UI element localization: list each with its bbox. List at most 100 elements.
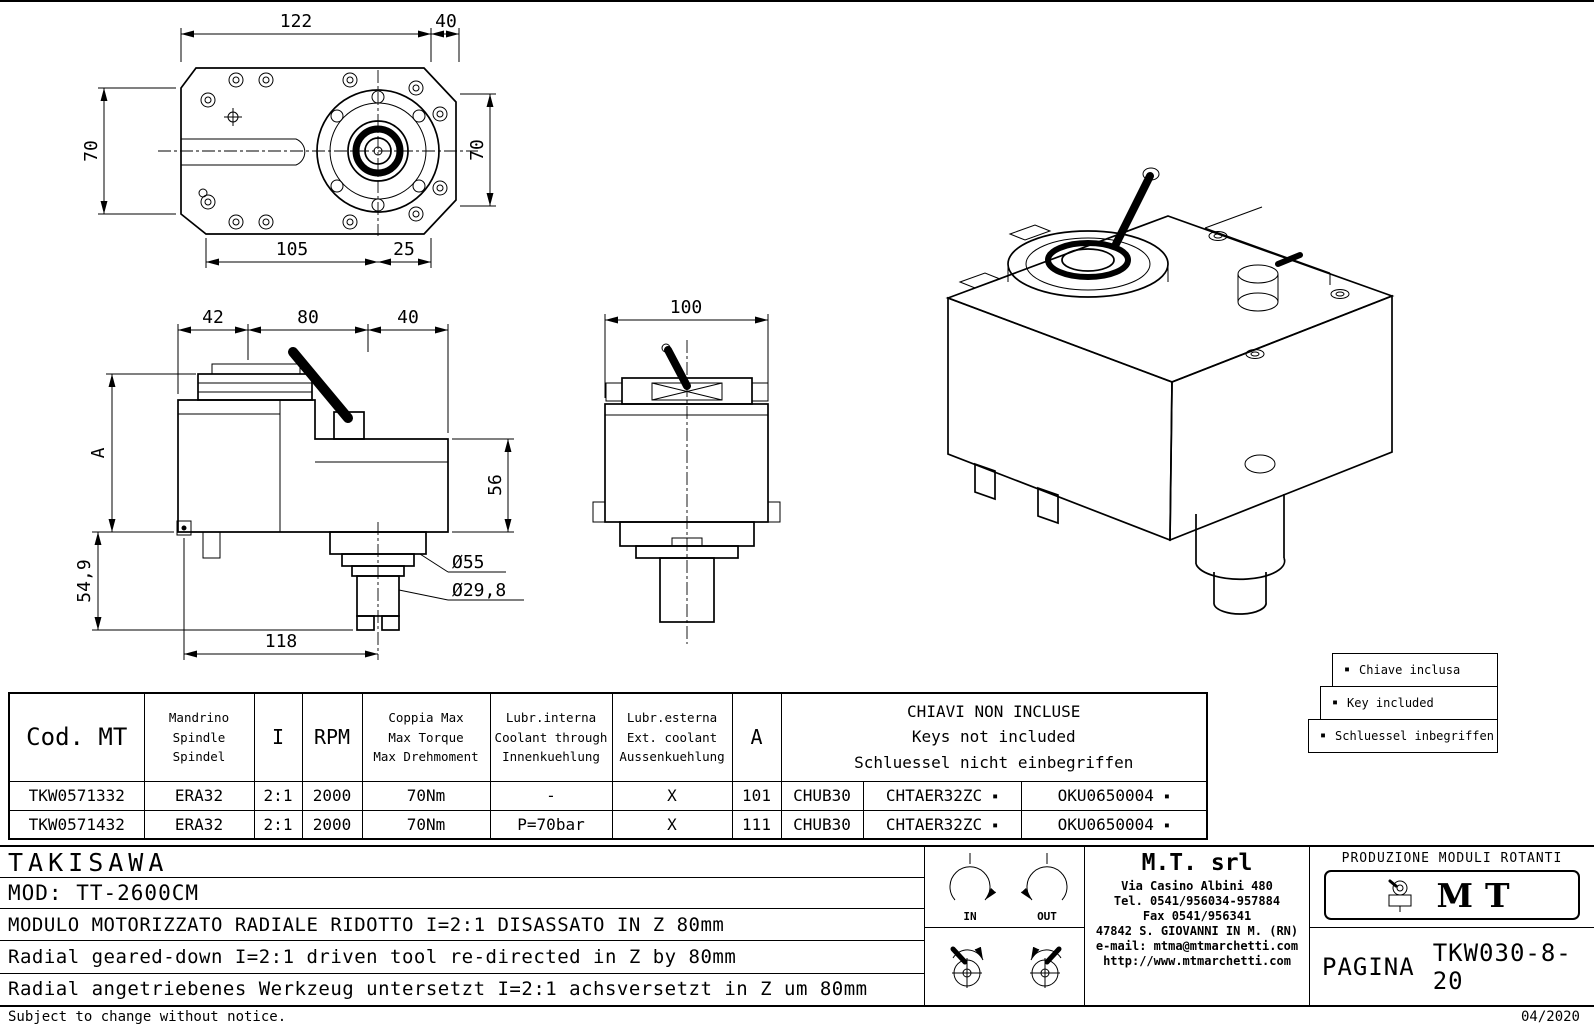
dim-dia29-8: Ø29,8 xyxy=(452,580,506,601)
out-label: OUT xyxy=(1037,910,1057,923)
production-title: PRODUZIONE MODULI ROTANTI xyxy=(1341,851,1563,866)
col-a: A xyxy=(731,692,782,782)
dim-dia55: Ø55 xyxy=(452,552,485,573)
company-website[interactable]: http://www.mtmarchetti.com xyxy=(1103,954,1291,968)
cell-lubr-int: - xyxy=(489,780,613,811)
company-email[interactable]: e-mail: mtma@mtmarchetti.com xyxy=(1095,939,1299,953)
page-number-row: PAGINA TKW030-8-20 xyxy=(1310,928,1594,1005)
dim-25: 25 xyxy=(393,239,415,260)
square-bullet-icon: ▪ xyxy=(992,791,999,802)
cell-lubr-int: P=70bar xyxy=(489,809,613,840)
col-max-torque: Coppia Max Max Torque Max Drehmoment xyxy=(361,692,491,782)
description-it: MODULO MOTORIZZATO RADIALE RIDOTTO I=2:1… xyxy=(0,909,924,942)
dim-122: 122 xyxy=(280,11,313,32)
table-row: TKW0571332 ERA32 2:1 2000 70Nm - X 101 C… xyxy=(8,780,1208,811)
table-header-row: Cod. MT Mandrino Spindle Spindel I RPM C… xyxy=(8,692,1208,782)
cell-torque: 70Nm xyxy=(361,809,491,840)
cell-spindle: ERA32 xyxy=(143,780,255,811)
dim-40-side: 40 xyxy=(397,307,419,328)
square-bullet-icon: ▪ xyxy=(1163,819,1170,831)
cell-lubr-est: X xyxy=(611,809,733,840)
col-external-coolant: Lubr.esterna Ext. coolant Aussenkuehlung xyxy=(611,692,733,782)
flange-bolt-holes xyxy=(330,90,426,212)
cell-rpm: 2000 xyxy=(301,780,363,811)
description-de: Radial angetriebenes Werkzeug untersetzt… xyxy=(8,978,868,1001)
cell-rpm: 2000 xyxy=(301,809,363,840)
cell-ratio: 2:1 xyxy=(253,780,303,811)
title-block-left: TAKISAWA MOD: TT-2600CM MODULO MOTORIZZA… xyxy=(0,847,925,1005)
page-number: TKW030-8-20 xyxy=(1432,938,1572,995)
cell-key2: CHTAER32ZC▪ xyxy=(862,780,1022,811)
page-label: PAGINA xyxy=(1322,952,1415,981)
legend-item-schluessel: ▪ Schluessel inbegriffen xyxy=(1308,719,1498,753)
title-block: TAKISAWA MOD: TT-2600CM MODULO MOTORIZZA… xyxy=(0,845,1594,1007)
dim-42: 42 xyxy=(202,307,224,328)
dim-118: 118 xyxy=(265,631,298,652)
rotation-pictograms xyxy=(925,928,1084,1006)
title-block-right: PRODUZIONE MODULI ROTANTI MT PAGINA TKW0… xyxy=(1310,847,1594,1005)
col-spindle: Mandrino Spindle Spindel xyxy=(143,692,255,782)
square-bullet-icon: ▪ xyxy=(992,819,999,831)
dim-70-left: 70 xyxy=(81,140,102,162)
col-internal-coolant: Lubr.interna Coolant through Innenkuehlu… xyxy=(489,692,613,782)
col-rpm: RPM xyxy=(301,692,363,782)
customer-name: TAKISAWA xyxy=(0,847,924,878)
cell-a: 111 xyxy=(731,809,782,840)
legend: ▪ Chiave inclusa ▪ Key included ▪ Schlue… xyxy=(1308,653,1498,753)
mt-logo: MT xyxy=(1324,870,1580,920)
in-label: IN xyxy=(963,910,976,923)
company-city: 47842 S. GIOVANNI IN M. (RN) xyxy=(1095,924,1299,938)
cell-ratio: 2:1 xyxy=(253,809,303,840)
square-bullet-icon: ▪ xyxy=(1320,730,1327,741)
square-bullet-icon: ▪ xyxy=(1332,697,1339,708)
footer: Subject to change without notice. 04/202… xyxy=(0,1009,1594,1025)
square-bullet-icon: ▪ xyxy=(1344,664,1351,675)
logo-panel: PRODUZIONE MODULI ROTANTI MT xyxy=(1310,847,1594,928)
cell-a: 101 xyxy=(731,780,782,811)
dim-70-right: 70 xyxy=(467,139,488,161)
spec-table: Cod. MT Mandrino Spindle Spindel I RPM C… xyxy=(8,692,1208,840)
tool-in-pictogram xyxy=(950,946,984,988)
dim-80: 80 xyxy=(297,307,319,328)
isometric-view xyxy=(945,167,1395,615)
tool-out-pictogram xyxy=(1030,946,1062,988)
company-fax: Fax 0541/956341 xyxy=(1142,909,1252,923)
side-view: 42 80 40 A 54,9 118 56 Ø55 Ø29,8 xyxy=(74,307,524,660)
front-view: 100 xyxy=(592,297,781,644)
dim-105: 105 xyxy=(276,239,309,260)
cell-key1: CHUB30 xyxy=(780,780,864,811)
company-block: M.T. srl Via Casino Albini 480 Tel. 0541… xyxy=(1085,847,1310,1005)
legend-label-en: Key included xyxy=(1347,696,1434,710)
legend-item-key: ▪ Key included xyxy=(1320,686,1498,720)
footer-note: Subject to change without notice. xyxy=(8,1009,287,1025)
description-en: Radial geared-down I=2:1 driven tool re-… xyxy=(0,941,924,974)
cell-spindle: ERA32 xyxy=(143,809,255,840)
cell-cod: TKW0571332 xyxy=(8,780,145,811)
mt-logo-text: MT xyxy=(1436,875,1522,915)
cell-lubr-est: X xyxy=(611,780,733,811)
company-address: Via Casino Albini 480 xyxy=(1121,879,1273,893)
dim-40-top: 40 xyxy=(435,11,457,32)
cell-key3: OKU0650004▪ xyxy=(1020,809,1208,840)
dim-100: 100 xyxy=(670,297,703,318)
dim-56: 56 xyxy=(485,474,506,496)
col-cod-mt: Cod. MT xyxy=(8,692,145,782)
mt-logo-icon xyxy=(1388,879,1412,912)
company-name: M.T. srl xyxy=(1141,850,1253,876)
legend-label-de: Schluessel inbegriffen xyxy=(1335,729,1494,743)
top-view: 122 40 70 70 105 25 xyxy=(81,11,496,268)
legend-item-chiave: ▪ Chiave inclusa xyxy=(1332,653,1498,687)
table-row: TKW0571432 ERA32 2:1 2000 70Nm P=70bar X… xyxy=(8,809,1208,840)
col-ratio: I xyxy=(253,692,303,782)
square-bullet-icon: ▪ xyxy=(1163,791,1170,802)
cell-key2: CHTAER32ZC▪ xyxy=(862,809,1022,840)
model-number: MOD: TT-2600CM xyxy=(0,878,924,909)
company-tel: Tel. 0541/956034-957884 xyxy=(1113,894,1281,908)
cell-torque: 70Nm xyxy=(361,780,491,811)
out-rotation-icon xyxy=(1020,853,1068,901)
rotation-direction-panel: IN OUT xyxy=(925,847,1085,1005)
descriptions: MODULO MOTORIZZATO RADIALE RIDOTTO I=2:1… xyxy=(0,909,924,1005)
technical-drawing: 122 40 70 70 105 25 xyxy=(74,11,1395,660)
footer-date: 04/2020 xyxy=(1520,1009,1580,1025)
